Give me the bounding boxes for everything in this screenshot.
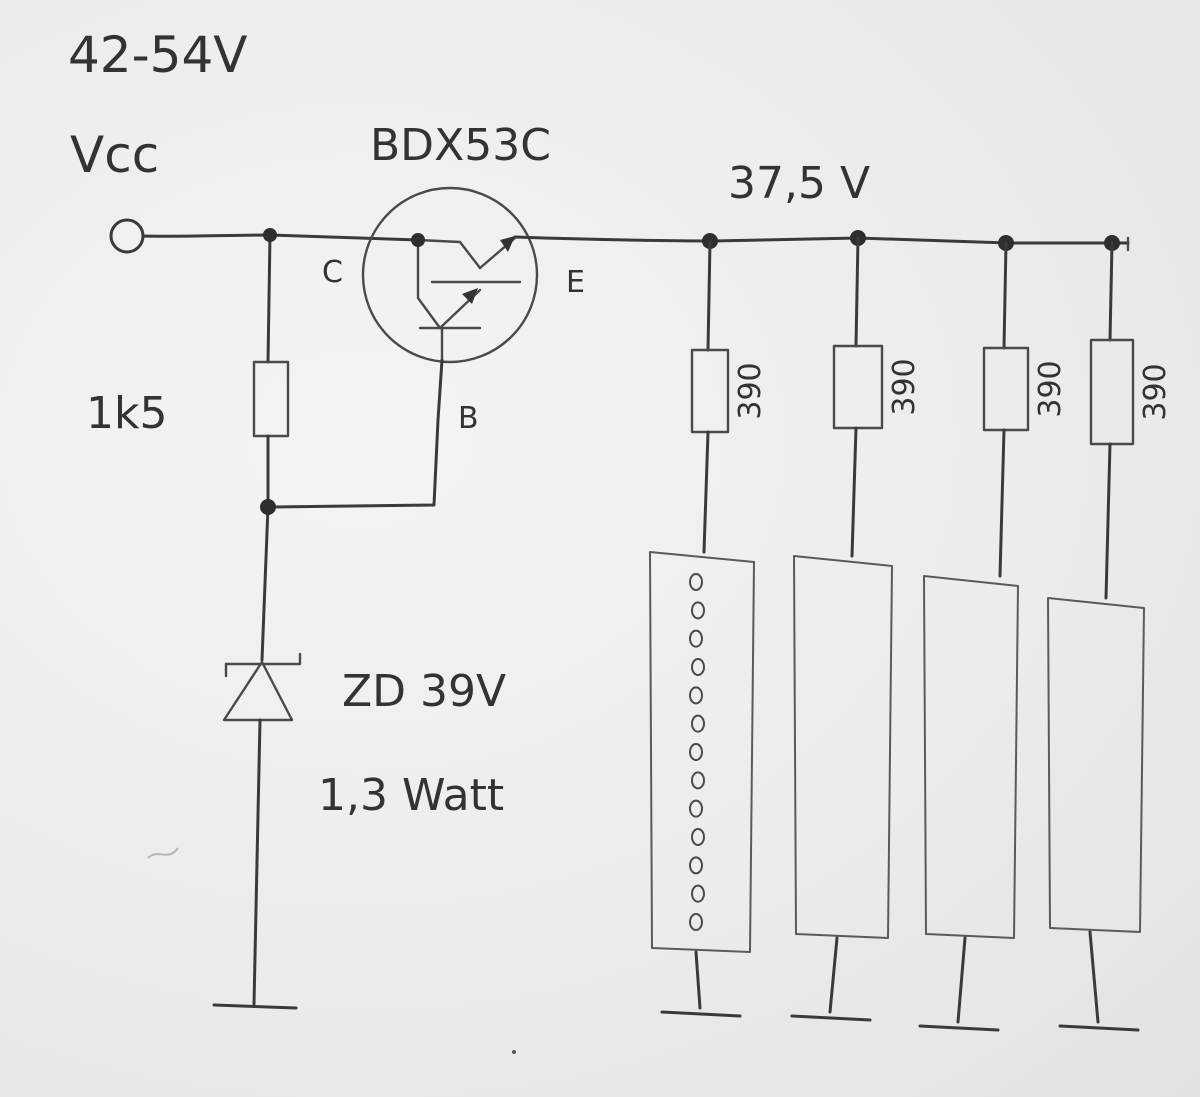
transistor-part-label: BDX53C bbox=[370, 120, 551, 171]
base-wire bbox=[270, 358, 444, 509]
junction-node bbox=[263, 228, 277, 242]
inner-emitter-arrow-icon bbox=[462, 288, 478, 304]
branch-resistor bbox=[1089, 338, 1135, 446]
led-icon bbox=[689, 799, 703, 818]
supply-rail bbox=[141, 233, 420, 242]
branch-wire-ground bbox=[956, 936, 967, 1024]
zener-power-label: 1,3 Watt bbox=[318, 770, 504, 821]
stray-mark bbox=[147, 847, 179, 859]
branch-resistor bbox=[982, 346, 1030, 432]
vcc-label: Vcc bbox=[70, 126, 159, 184]
output-voltage-label: 37,5 V bbox=[728, 158, 870, 209]
ground-symbol bbox=[212, 1003, 298, 1010]
zener-diode bbox=[222, 652, 302, 722]
branch-4: 390 bbox=[1047, 235, 1173, 1032]
supply-voltage-label: 42-54V bbox=[68, 26, 248, 84]
led-icon bbox=[689, 856, 703, 875]
emitter-arrow-icon bbox=[500, 236, 515, 252]
branch-wire-mid bbox=[702, 430, 710, 554]
led-branches: 390 390 390 390 bbox=[649, 230, 1173, 1032]
branch-3: 390 bbox=[918, 235, 1068, 1032]
led-icon bbox=[691, 714, 705, 733]
led-icon bbox=[689, 913, 703, 931]
branch-wire-ground bbox=[828, 936, 839, 1014]
base-resistor bbox=[252, 360, 290, 438]
led-strip bbox=[1047, 597, 1145, 933]
emitter-pin-label: E bbox=[566, 265, 585, 300]
led-icon bbox=[689, 629, 703, 648]
branch-wire-ground bbox=[694, 950, 702, 1010]
base-pin-label: B bbox=[458, 401, 479, 436]
zener-name-label: ZD 39V bbox=[342, 666, 506, 717]
collector-pin-label: C bbox=[322, 255, 343, 290]
branch-wire-ground bbox=[1088, 930, 1100, 1024]
branch-resistor-value: 390 bbox=[887, 358, 922, 415]
ground-symbol bbox=[790, 1014, 872, 1022]
led-icon bbox=[689, 573, 703, 591]
base-resistor-value: 1k5 bbox=[86, 388, 167, 439]
branch-resistor-value: 390 bbox=[733, 362, 768, 419]
branch-1: 390 bbox=[649, 233, 768, 1018]
branch-resistor bbox=[832, 344, 884, 430]
branch-wire-mid bbox=[998, 428, 1006, 578]
ground-symbol bbox=[660, 1010, 742, 1018]
branch-wire-mid bbox=[1104, 442, 1112, 600]
resistor-top-wire bbox=[266, 233, 272, 364]
branch-resistor-value: 390 bbox=[1033, 360, 1068, 417]
transistor-body bbox=[361, 186, 539, 364]
branch-wire-top bbox=[1002, 241, 1008, 350]
stray-dot bbox=[512, 1050, 516, 1054]
ground-symbol bbox=[1058, 1024, 1140, 1032]
vcc-terminal bbox=[109, 218, 145, 254]
darlington-symbol bbox=[416, 236, 522, 362]
led-icon bbox=[689, 686, 703, 705]
led-strip bbox=[649, 551, 755, 953]
led-icon bbox=[691, 771, 705, 790]
led-icon bbox=[691, 884, 705, 903]
output-rail bbox=[513, 235, 1130, 245]
collector-node bbox=[411, 233, 425, 247]
ground-symbol bbox=[918, 1024, 1000, 1032]
branch-resistor-value: 390 bbox=[1138, 363, 1173, 420]
branch-resistor bbox=[690, 348, 730, 434]
led-strip bbox=[923, 575, 1019, 939]
zener-bottom-wire bbox=[252, 718, 262, 1006]
branch-2: 390 bbox=[790, 230, 922, 1022]
led-icon bbox=[691, 601, 705, 620]
branch-wire-top bbox=[706, 239, 712, 352]
branch-wire-top bbox=[1108, 241, 1114, 342]
led-icon bbox=[691, 658, 705, 676]
branch-wire-top bbox=[854, 236, 860, 348]
zener-top-wire bbox=[260, 505, 270, 662]
base-divider-node bbox=[260, 499, 276, 515]
led-icon bbox=[691, 828, 705, 846]
led-strip bbox=[793, 555, 893, 939]
led-icon bbox=[689, 743, 703, 761]
branch-wire-mid bbox=[850, 426, 858, 558]
